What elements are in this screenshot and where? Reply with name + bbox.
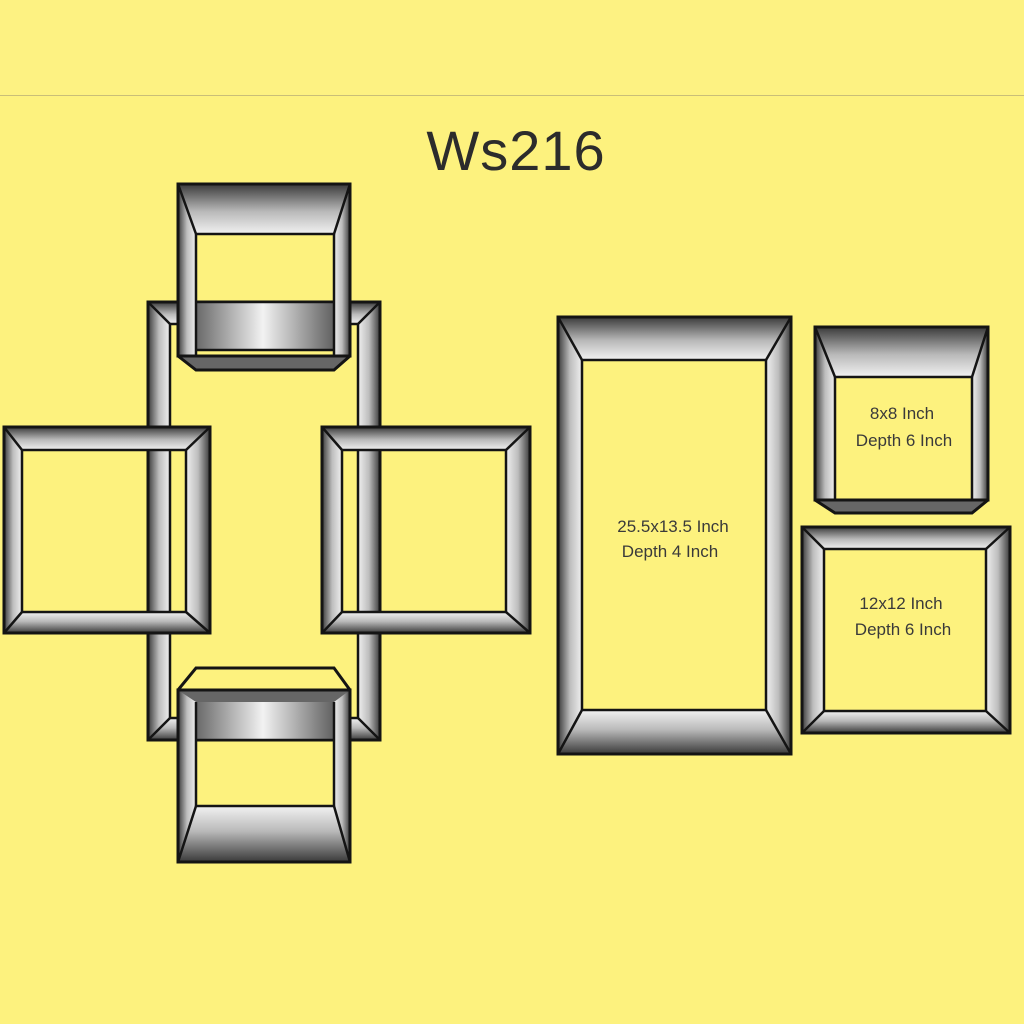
right-square-frame [320, 425, 532, 635]
medium-square-size-label: 12x12 Inch [859, 594, 942, 613]
large-rect-frame: 25.5x13.5 Inch Depth 4 Inch [556, 315, 793, 756]
bottom-square-frame [176, 666, 352, 864]
small-square-size-label: 8x8 Inch [870, 404, 934, 423]
medium-square-depth-label: Depth 6 Inch [855, 620, 951, 639]
diagram-title: Ws216 [426, 119, 606, 182]
medium-square-frame: 12x12 Inch Depth 6 Inch [800, 525, 1012, 735]
top-square-frame [176, 182, 352, 372]
large-rect-size-label: 25.5x13.5 Inch [617, 517, 729, 536]
small-square-depth-label: Depth 6 Inch [856, 431, 952, 450]
small-square-frame: 8x8 Inch Depth 6 Inch [813, 325, 990, 515]
large-rect-depth-label: Depth 4 Inch [622, 542, 718, 561]
top-band [0, 0, 1024, 96]
left-square-frame [2, 425, 212, 635]
